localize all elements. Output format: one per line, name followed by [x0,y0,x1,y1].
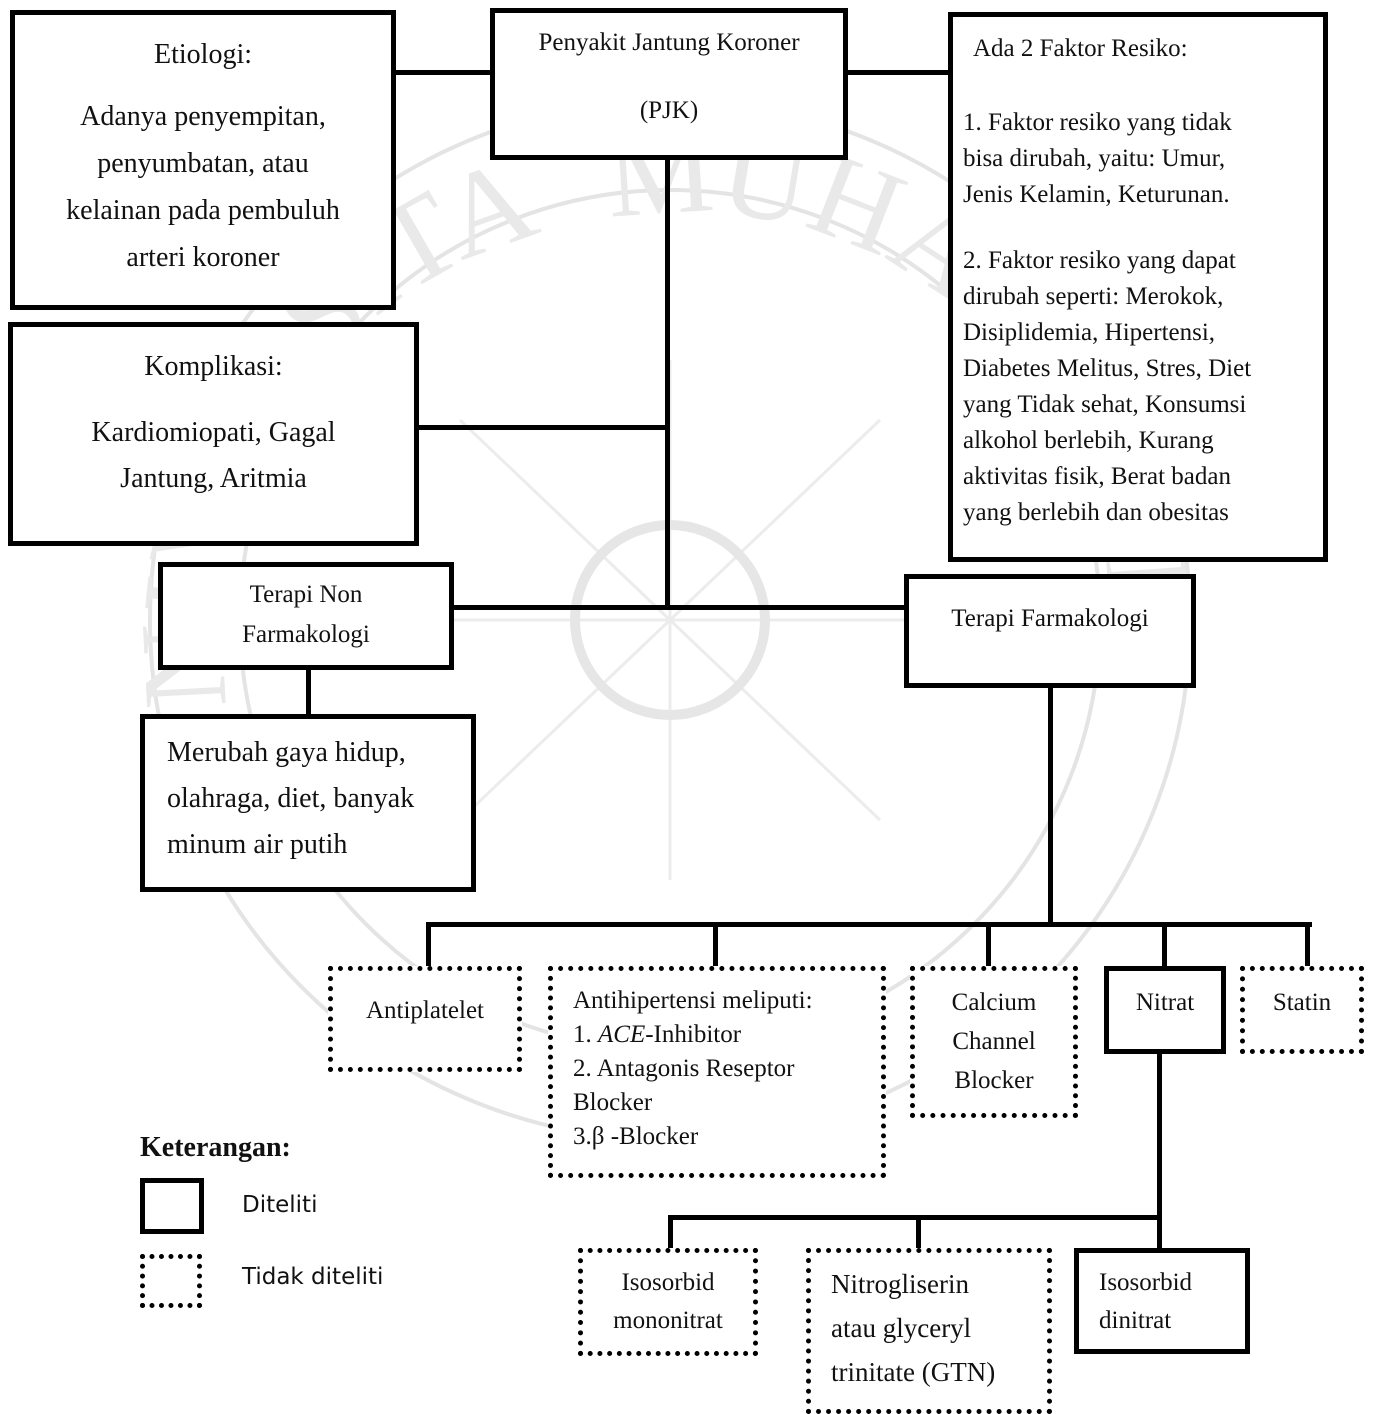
ace-suffix: -Inhibitor [645,1021,742,1048]
legend-title: Keterangan: [140,1132,291,1163]
nitrogliserin-box: Nitrogliserin atau glyceryl trinitate (G… [806,1248,1052,1414]
legend-dotted-swatch [140,1254,202,1308]
mononitrat-line-2: mononitrat [613,1307,723,1334]
faktor-title: Ada 2 Faktor Resiko: [973,35,1188,62]
connector-therapy-split [452,605,908,610]
dinitrat-line-1: Isosorbid [1099,1269,1193,1296]
etiologi-line-2: penyumbatan, atau [97,148,309,179]
nitrat-box: Nitrat [1104,966,1226,1054]
connector-etiologi-pjk [394,70,492,75]
farmakologi-title: Terapi Farmakologi [951,605,1149,632]
antihipertensi-box: Antihipertensi meliputi: 1. ACE-Inhibito… [548,966,886,1178]
connector-drug-antihipertensi [713,922,718,968]
terapi-non-farmakologi-box: Terapi Non Farmakologi [158,562,454,670]
connector-nitrat-bar [668,1215,1162,1220]
etiologi-line-3: kelainan pada pembuluh [66,195,340,226]
ccb-line-2: Channel [952,1028,1036,1055]
connector-mononitrat [668,1215,673,1251]
antihipertensi-item-3: 3.β -Blocker [573,1123,699,1150]
gaya-hidup-line-3: minum air putih [167,829,348,860]
isosorbid-mononitrat-box: Isosorbid mononitrat [578,1248,758,1356]
gtn-line-2: atau glyceryl [831,1313,972,1343]
gaya-hidup-line-2: olahraga, diet, banyak [167,783,415,814]
isosorbid-dinitrat-box: Isosorbid dinitrat [1074,1248,1250,1354]
antiplatelet-box: Antiplatelet [328,966,522,1072]
faktor-item2-line-2: dirubah seperti: Merokok, [963,283,1224,310]
etiologi-title: Etiologi: [154,39,252,70]
komplikasi-title: Komplikasi: [144,351,283,382]
connector-pjk-faktor [846,70,950,75]
antihipertensi-item-2-line-2: Blocker [573,1089,653,1116]
ccb-line-3: Blocker [954,1067,1034,1094]
faktor-item2-line-7: aktivitas fisik, Berat badan [963,463,1231,490]
faktor-item1-line-3: Jenis Kelamin, Keturunan. [963,181,1230,208]
connector-komplikasi [417,425,667,430]
nitrat-label: Nitrat [1135,989,1195,1016]
etiologi-box: Etiologi: Adanya penyempitan, penyumbata… [10,10,396,310]
connector-drug-ccb [986,922,991,968]
non-farmakologi-line-1: Terapi Non [249,581,363,608]
faktor-resiko-box: Ada 2 Faktor Resiko: 1. Faktor resiko ya… [948,12,1328,562]
legend-solid-label: Diteliti [242,1192,318,1218]
gaya-hidup-box: Merubah gaya hidup, olahraga, diet, bany… [140,714,476,892]
connector-drug-antiplatelet [426,922,431,968]
faktor-item1-line-1: 1. Faktor resiko yang tidak [963,109,1232,136]
gtn-line-3: trinitate (GTN) [831,1357,996,1387]
faktor-item1-line-2: bisa dirubah, yaitu: Umur, [963,145,1226,172]
connector-drugs-bar [426,922,1312,927]
pjk-box: Penyakit Jantung Koroner (PJK) [490,8,848,160]
antihipertensi-item-2-line-1: 2. Antagonis Reseptor [573,1055,795,1082]
komplikasi-line-1: Kardiomiopati, Gagal [91,417,336,448]
mononitrat-line-1: Isosorbid [621,1269,715,1296]
faktor-item2-line-5: yang Tidak sehat, Konsumsi [963,391,1247,418]
terapi-farmakologi-box: Terapi Farmakologi [904,574,1196,688]
antihipertensi-title: Antihipertensi meliputi: [573,987,813,1014]
faktor-item2-line-1: 2. Faktor resiko yang dapat [963,247,1236,274]
etiologi-line-4: arteri koroner [126,242,280,273]
gtn-line-1: Nitrogliserin [831,1269,969,1299]
gaya-hidup-line-1: Merubah gaya hidup, [167,737,406,768]
legend-dotted-label: Tidak diteliti [242,1264,384,1290]
ace-prefix: 1. [573,1021,598,1048]
dinitrat-line-2: dinitrat [1099,1307,1172,1334]
connector-pjk-trunk [665,158,670,610]
connector-gtn [916,1215,921,1251]
calcium-channel-blocker-box: Calcium Channel Blocker [910,966,1078,1118]
connector-drug-nitrat [1162,922,1167,968]
komplikasi-box: Komplikasi: Kardiomiopati, Gagal Jantung… [8,322,419,546]
komplikasi-line-2: Jantung, Aritmia [120,463,307,494]
connector-drug-statin [1305,922,1310,968]
faktor-item2-line-4: Diabetes Melitus, Stres, Diet [963,355,1252,382]
connector-nonfarma-detail [306,667,311,717]
legend-solid-swatch [140,1178,204,1234]
faktor-item2-line-8: yang berlebih dan obesitas [963,499,1229,526]
statin-label: Statin [1272,989,1332,1016]
faktor-item2-line-3: Disiplidemia, Hipertensi, [963,319,1216,346]
non-farmakologi-line-2: Farmakologi [242,621,370,648]
pjk-abbrev: (PJK) [639,97,699,124]
antihipertensi-item-1: 1. ACE-Inhibitor [573,1019,741,1052]
ccb-line-1: Calcium [951,989,1037,1016]
statin-box: Statin [1240,966,1364,1054]
connector-nitrat-down [1157,1051,1162,1251]
pjk-title: Penyakit Jantung Koroner [538,29,800,56]
etiologi-line-1: Adanya penyempitan, [80,101,326,132]
connector-farma-down [1048,685,1053,927]
ace-abbrev: ACE [598,1021,646,1048]
faktor-item2-line-6: alkohol berlebih, Kurang [963,427,1214,454]
antiplatelet-label: Antiplatelet [365,997,485,1024]
